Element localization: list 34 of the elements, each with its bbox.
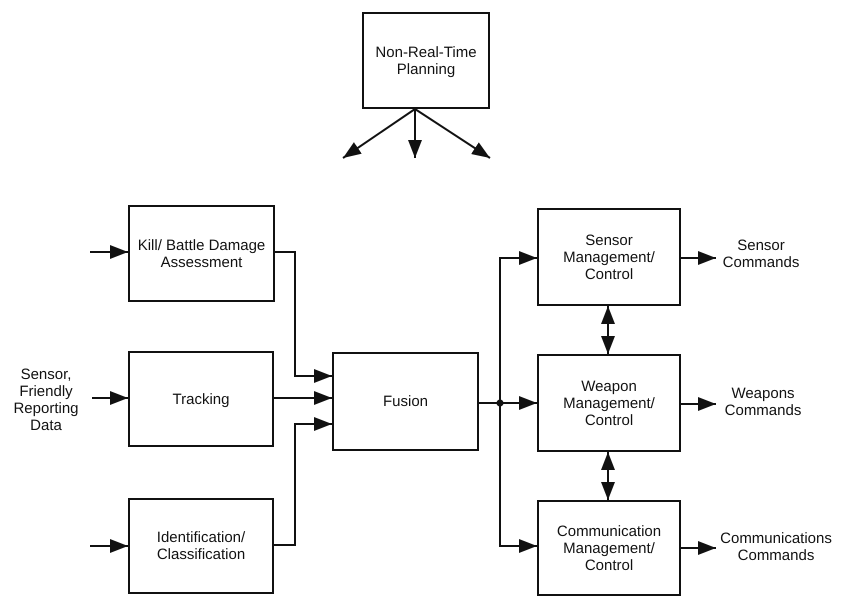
arrow bbox=[90, 539, 128, 553]
arrow bbox=[408, 109, 422, 158]
box-label: Tracking bbox=[172, 390, 230, 408]
box-label: Weapon Management/ Control bbox=[562, 378, 656, 428]
arrow bbox=[414, 108, 491, 159]
arrow bbox=[681, 541, 716, 555]
process-box bbox=[332, 352, 479, 451]
box-label: Sensor Management/ Control bbox=[562, 232, 656, 282]
arrow bbox=[601, 306, 615, 354]
arrow bbox=[681, 251, 716, 265]
arrow bbox=[681, 397, 716, 411]
arrow bbox=[90, 245, 128, 259]
box-label: Kill/ Battle Damage Assessment bbox=[136, 236, 266, 270]
process-box bbox=[537, 354, 681, 452]
box-label: Non-Real-Time Planning bbox=[374, 44, 478, 78]
arrow bbox=[601, 452, 615, 500]
process-box bbox=[537, 500, 681, 596]
io-label: Communications Commands bbox=[719, 530, 833, 564]
arrow bbox=[274, 417, 332, 546]
io-label: Weapons Commands bbox=[724, 385, 802, 419]
arrow bbox=[274, 391, 332, 405]
process-box bbox=[362, 12, 490, 109]
process-box bbox=[128, 351, 274, 447]
box-label: Identification/ Classification bbox=[156, 529, 246, 563]
box-label: Communication Management/ Control bbox=[556, 522, 662, 574]
box-label: Fusion bbox=[382, 393, 428, 410]
io-label: Sensor Commands bbox=[722, 237, 800, 271]
arrow bbox=[92, 391, 128, 405]
process-box bbox=[128, 205, 275, 302]
process-box bbox=[537, 208, 681, 306]
process-box bbox=[128, 498, 274, 594]
io-label: Sensor, Friendly Reporting Data bbox=[12, 366, 80, 434]
arrow bbox=[342, 108, 416, 159]
arrow bbox=[275, 251, 332, 383]
